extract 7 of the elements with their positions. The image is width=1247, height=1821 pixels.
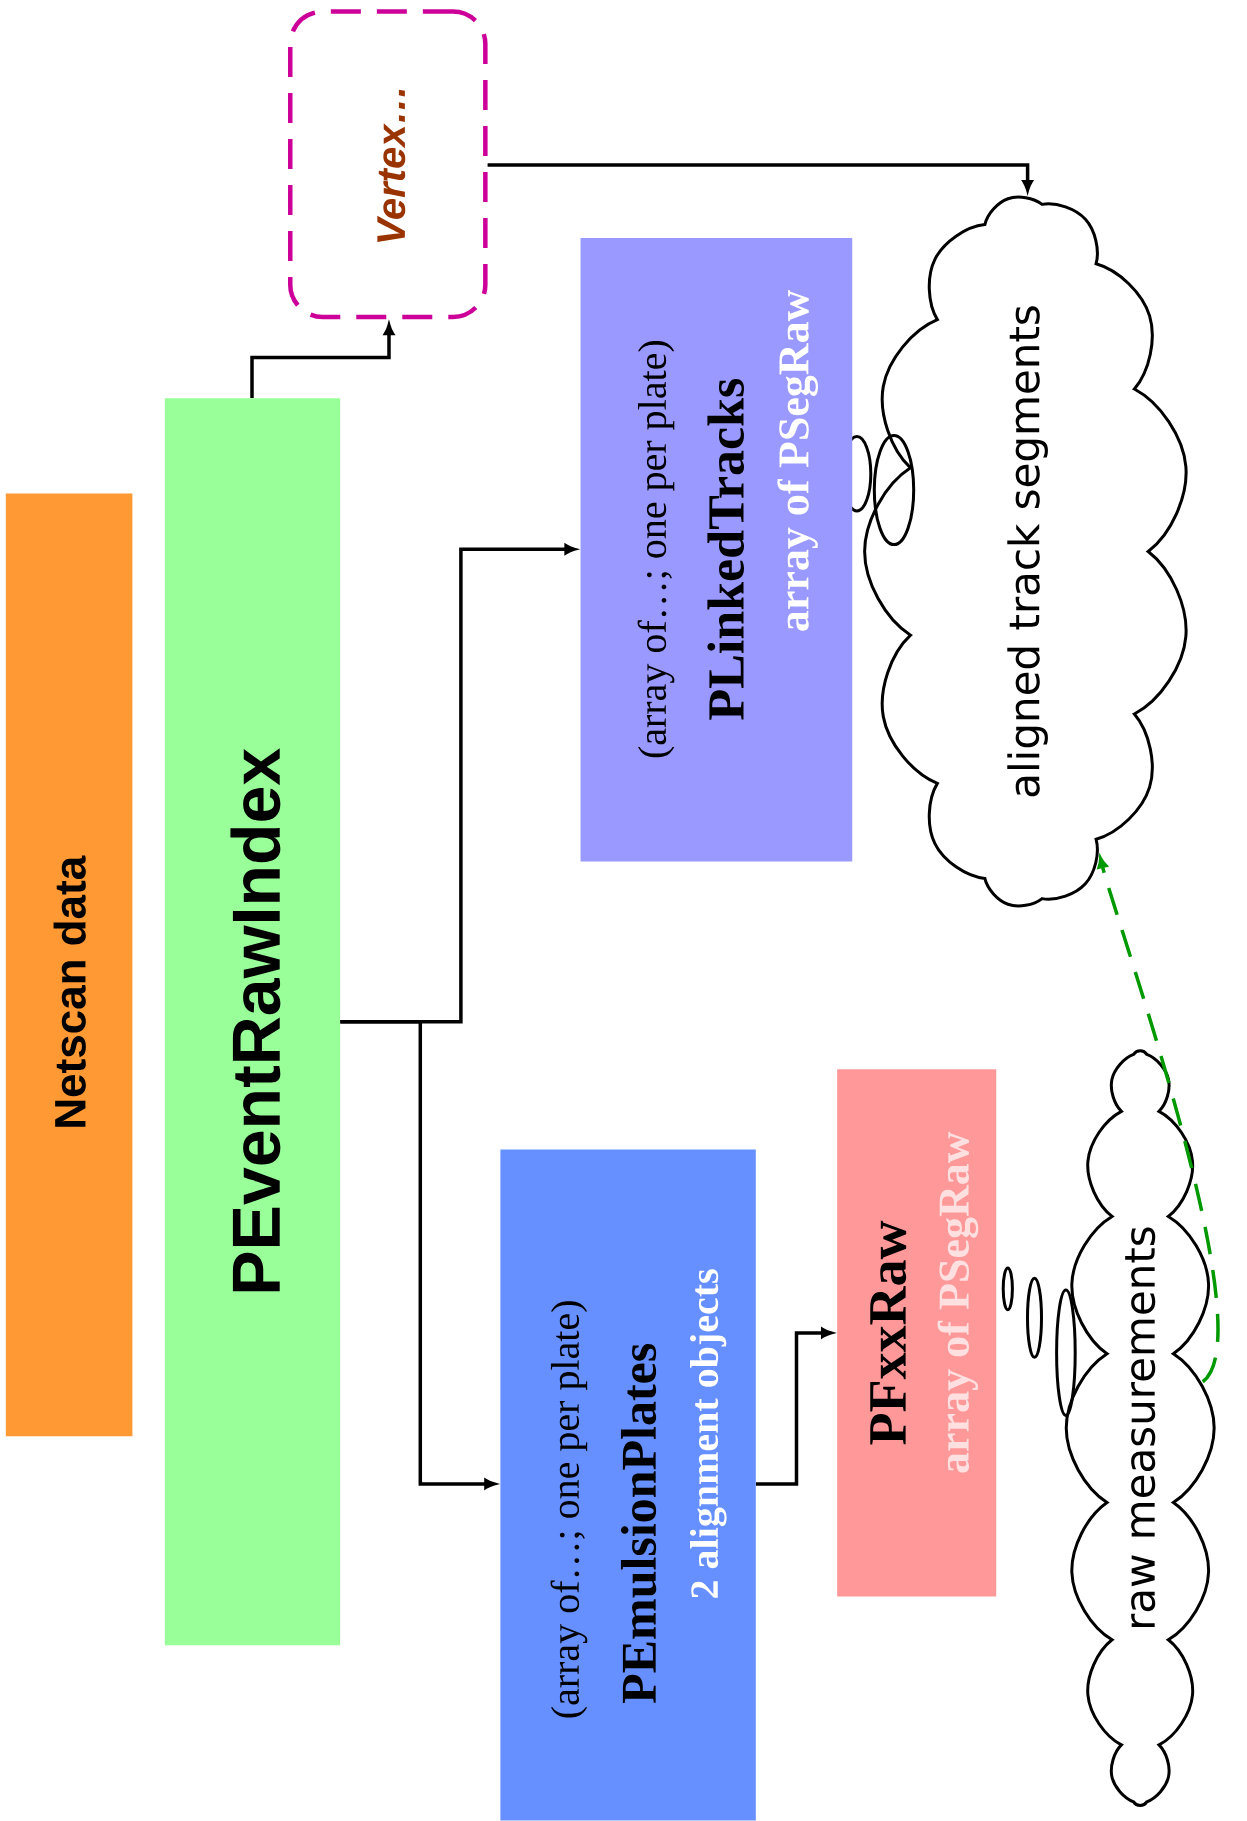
- class-box: PFxxRaw array of PSegRaw: [837, 1069, 997, 1597]
- class-box: (array of…; one per plate) PLinkedTracks array of PSegRaw: [580, 238, 853, 862]
- data-bar: Netscan data: [5, 493, 133, 1437]
- class-box: (array of…; one per plate) PEmulsionPlates 2 alignment objects: [500, 1149, 756, 1821]
- index-box: PEventRawIndex: [164, 398, 341, 1646]
- vertex-box: Vertex…: [288, 9, 488, 320]
- cloud: aligned track segments: [863, 195, 1188, 908]
